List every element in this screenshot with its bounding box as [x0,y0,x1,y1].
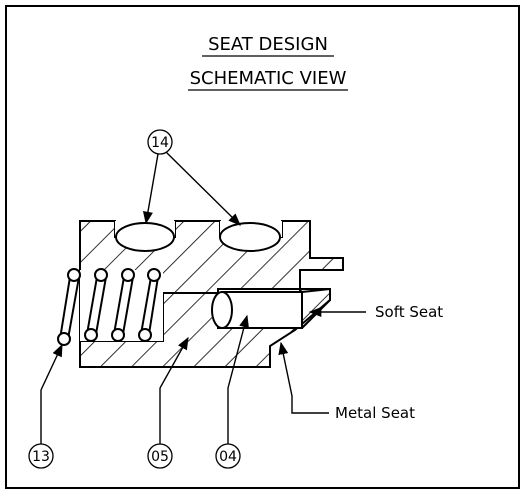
callout-soft-seat: Soft Seat [308,303,443,321]
spring [57,268,163,346]
callout-13: 13 [28,343,63,469]
svg-text:13: 13 [32,449,50,465]
title-line-2: SCHEMATIC VIEW [190,68,347,89]
svg-text:05: 05 [151,449,169,465]
o-ring-left [115,222,175,252]
callout-14: 14 [142,129,241,226]
o-ring-right [219,222,281,252]
title-line-1: SEAT DESIGN [208,34,328,55]
callout-05: 05 [147,336,189,469]
metal-seat-label: Metal Seat [335,404,415,422]
metal-seat-body [79,288,331,368]
o-ring-seals [115,221,282,252]
sheet-border [5,5,520,489]
callout-04: 04 [215,314,249,469]
soft-seat-label: Soft Seat [375,303,443,321]
callout-metal-seat: Metal Seat [278,341,415,422]
svg-text:14: 14 [151,135,169,151]
svg-text:04: 04 [219,449,237,465]
